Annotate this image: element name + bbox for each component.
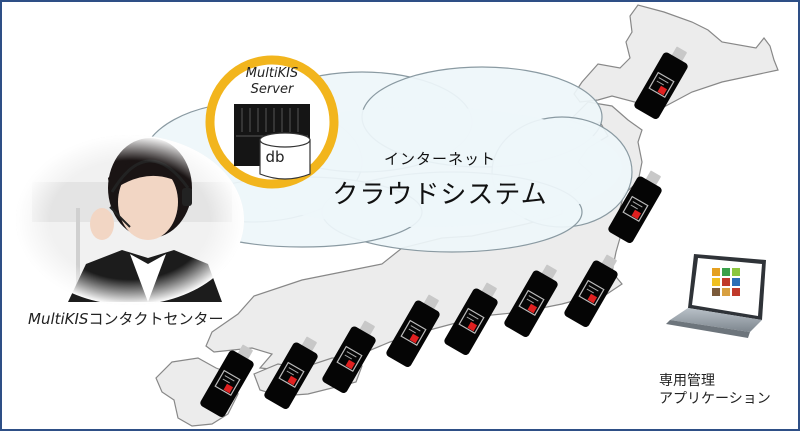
server-title-line2: Server [250,82,294,97]
management-app-line2: アプリケーション [659,391,771,407]
contact-center-brand: MultiKIS [28,310,89,328]
management-app-label: 専用管理 アプリケーション [659,372,771,408]
contact-center-text: コンタクトセンター [88,310,224,328]
server-title-line1: MultiKIS [245,66,299,81]
cloud-title: クラウドシステム [332,180,548,210]
management-app-line1: 専用管理 [659,373,715,389]
contact-center-label: MultiKISコンタクトセンター [28,308,223,329]
server-ring [205,55,339,189]
laptop [666,254,766,338]
server-title: MultiKIS Server [224,66,320,98]
operator-photo [16,135,244,305]
db-label: db [265,148,285,166]
cloud-subtitle: インターネット [383,150,496,168]
